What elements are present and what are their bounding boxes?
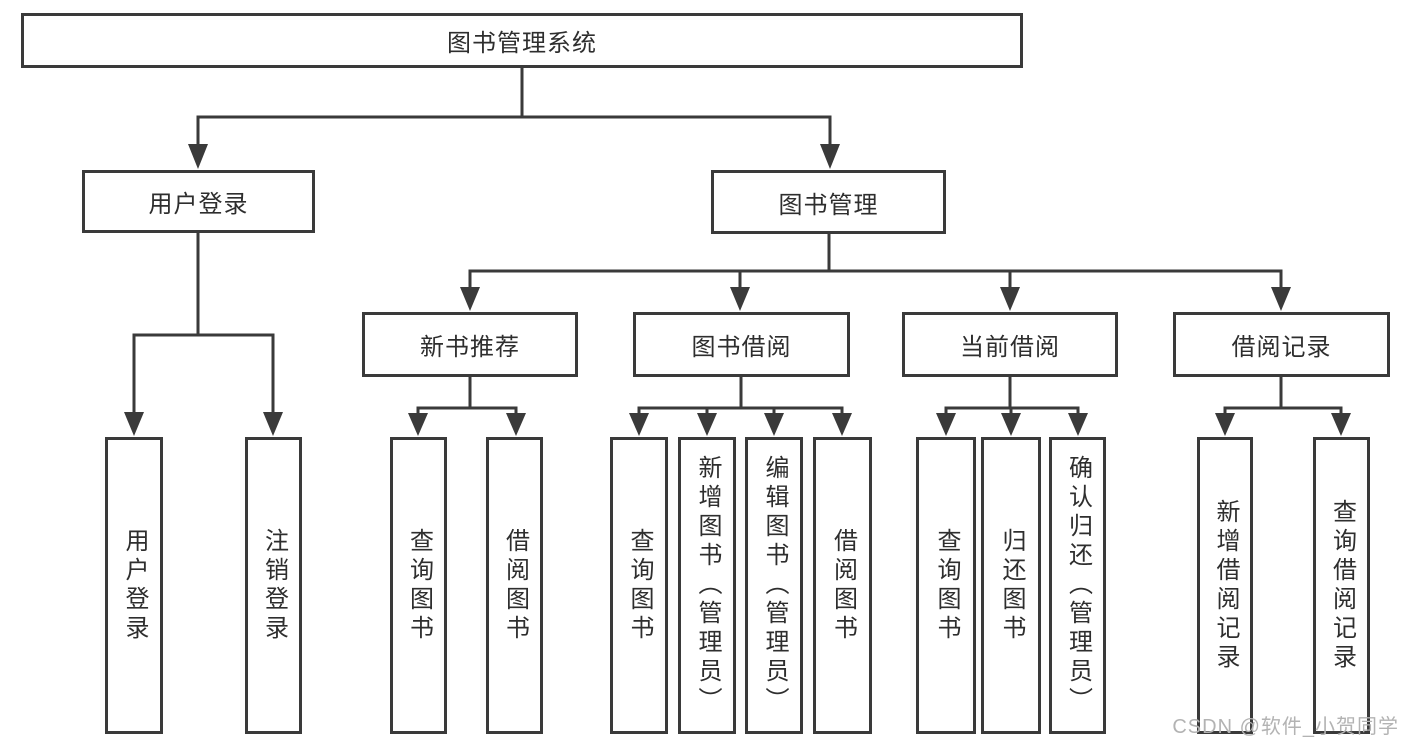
node-leaf-bb-borrow-books: 借阅图书: [813, 437, 872, 734]
node-leaf-bb-query-books: 查询图书: [610, 437, 668, 734]
node-leaf-cb-query-books: 查询图书: [916, 437, 976, 734]
node-leaf-bb-query-books-label: 查询图书: [626, 527, 653, 644]
node-leaf-nb-borrow-books: 借阅图书: [486, 437, 543, 734]
node-book-borrowing-label: 图书借阅: [691, 334, 792, 361]
node-leaf-nb-query-books-label: 查询图书: [405, 527, 433, 644]
node-borrowing-records-label: 借阅记录: [1231, 334, 1332, 361]
node-borrowing-records: 借阅记录: [1173, 312, 1390, 377]
node-leaf-logout: 注销登录: [245, 437, 302, 734]
node-current-borrowing-label: 当前借阅: [960, 334, 1060, 361]
node-leaf-cb-return-books: 归还图书: [981, 437, 1041, 734]
node-leaf-br-add-record-label: 新增借阅记录: [1212, 498, 1239, 673]
node-leaf-cb-query-books-label: 查询图书: [933, 527, 960, 644]
node-book-management-branch-label: 图书管理: [778, 191, 879, 219]
node-new-book-recommend-label: 新书推荐: [420, 334, 520, 361]
node-new-book-recommend: 新书推荐: [362, 312, 578, 377]
node-user-login-branch-label: 用户登录: [148, 191, 249, 218]
node-leaf-cb-confirm-return-admin-label: 确认归还（管理员）: [1064, 455, 1092, 716]
node-leaf-user-login-label: 用户登录: [121, 527, 148, 644]
node-leaf-nb-borrow-books-label: 借阅图书: [501, 527, 529, 644]
node-leaf-br-add-record: 新增借阅记录: [1197, 437, 1253, 734]
node-leaf-bb-edit-book-admin-label: 编辑图书（管理员）: [761, 455, 788, 716]
node-leaf-bb-add-book-admin: 新增图书（管理员）: [678, 437, 736, 734]
csdn-watermark: CSDN @软件_小贺同学: [1172, 716, 1399, 738]
node-leaf-nb-query-books: 查询图书: [390, 437, 447, 734]
node-root-label: 图书管理系统: [447, 30, 597, 57]
node-leaf-user-login: 用户登录: [105, 437, 163, 734]
node-leaf-cb-confirm-return-admin: 确认归还（管理员）: [1049, 437, 1106, 734]
node-leaf-logout-label: 注销登录: [260, 527, 288, 644]
node-leaf-cb-return-books-label: 归还图书: [998, 527, 1025, 644]
node-leaf-bb-borrow-books-label: 借阅图书: [829, 527, 857, 644]
node-user-login-branch: 用户登录: [82, 170, 315, 233]
node-book-borrowing: 图书借阅: [633, 312, 850, 377]
node-current-borrowing: 当前借阅: [902, 312, 1118, 377]
node-root: 图书管理系统: [21, 13, 1023, 68]
node-leaf-bb-add-book-admin-label: 新增图书（管理员）: [694, 455, 721, 716]
node-leaf-br-query-record-label: 查询借阅记录: [1328, 498, 1356, 673]
node-leaf-br-query-record: 查询借阅记录: [1313, 437, 1370, 734]
node-book-management-branch: 图书管理: [711, 170, 946, 234]
arrowheads: [124, 144, 1351, 436]
node-leaf-bb-edit-book-admin: 编辑图书（管理员）: [745, 437, 803, 734]
